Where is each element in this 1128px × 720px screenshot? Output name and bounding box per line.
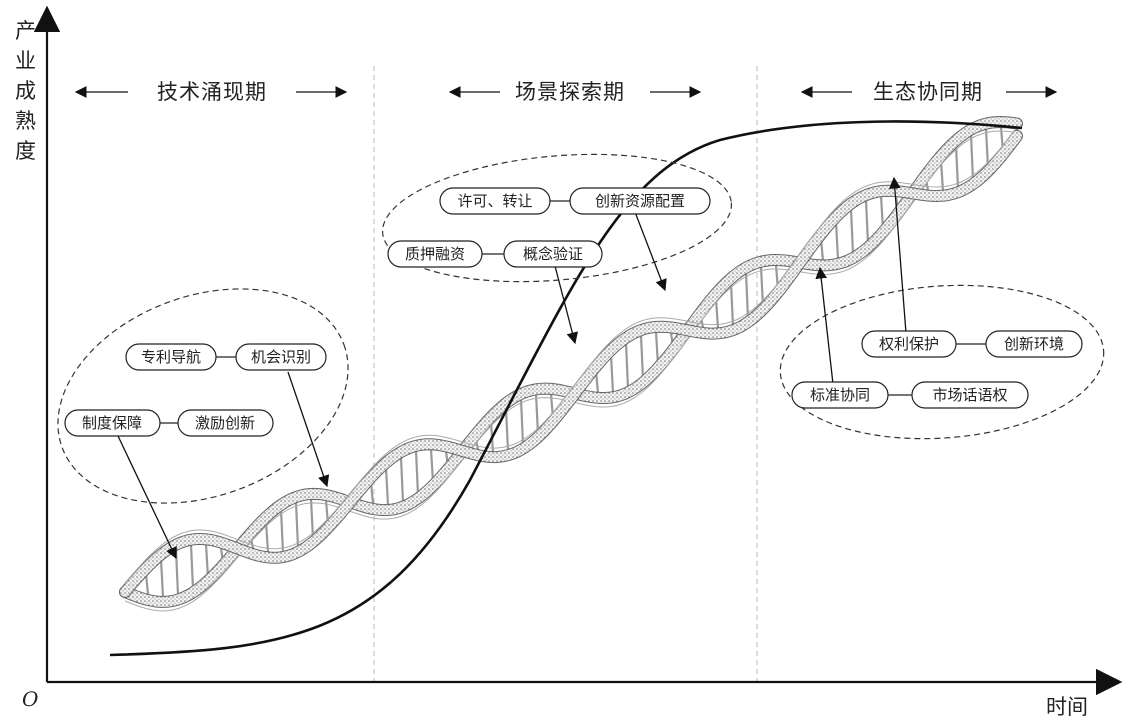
pointer-arrow — [554, 265, 579, 345]
cluster-3: 权利保护 创新环境 标准协同 市场话语权 — [791, 330, 1083, 409]
dna-rung — [264, 522, 270, 553]
dna-rung — [864, 200, 870, 245]
node-label: 标准协同 — [810, 386, 870, 404]
y-label-char: 熟 — [15, 109, 36, 133]
node-label: 创新资源配置 — [595, 192, 685, 210]
dna-rung — [159, 559, 165, 597]
dna-rung — [714, 298, 720, 329]
dna-rung — [969, 134, 975, 181]
dna-rung — [309, 498, 315, 539]
cluster-ellipse-2 — [381, 153, 733, 283]
node-label: 专利导航 — [141, 348, 201, 366]
y-label-char: 度 — [15, 139, 36, 163]
dna-rung — [519, 398, 525, 445]
x-axis-label: 时间 — [1046, 695, 1088, 719]
y-axis-label: 产 业 成 熟 度 — [15, 19, 36, 163]
dna-rung — [849, 208, 855, 255]
node-label: 质押融资 — [405, 245, 465, 263]
dna-rung — [939, 160, 945, 191]
dna-rung — [279, 509, 285, 553]
dna-rung — [294, 501, 300, 548]
pointer-arrow — [117, 435, 177, 560]
dna-rung — [189, 544, 195, 589]
dna-rung — [639, 335, 645, 380]
cluster-ellipse-1 — [57, 288, 349, 504]
dna-rung — [414, 450, 420, 495]
node-label: 制度保障 — [82, 414, 142, 432]
phase-name: 技术涌现期 — [157, 80, 267, 104]
node-label: 概念验证 — [523, 245, 583, 263]
y-label-char: 产 — [15, 19, 36, 43]
phase-name: 场景探索期 — [515, 80, 625, 104]
dna-rung — [174, 549, 180, 596]
cluster-ellipse-3 — [779, 284, 1105, 440]
dna-rung — [624, 342, 630, 389]
dna-rung — [744, 272, 750, 319]
node-label: 权利保护 — [879, 335, 939, 353]
dna-helix — [119, 115, 1023, 612]
origin-label: O — [22, 687, 38, 711]
phase-header-2: 场景探索期 — [448, 80, 702, 104]
dna-rung — [384, 467, 390, 506]
dna-rung — [144, 573, 150, 595]
cluster-1: 专利导航 机会识别 制度保障 激励创新 — [64, 343, 327, 437]
dna-rung — [429, 449, 435, 483]
dna-rung — [759, 266, 765, 307]
maturity-s-curve — [109, 120, 1023, 657]
node-label: 许可、转让 — [457, 192, 532, 210]
dna-rung — [834, 221, 840, 260]
dna-strand-thread — [124, 126, 1018, 584]
node-label: 机会识别 — [251, 348, 311, 366]
pointer-arrow — [287, 371, 330, 488]
phase-header-3: 生态协同期 — [800, 80, 1058, 104]
cluster-2: 许可、转让 创新资源配置 质押融资 概念验证 — [387, 187, 711, 268]
dna-rung — [954, 145, 960, 188]
pointer-arrow — [634, 211, 667, 292]
dna-rung — [984, 128, 990, 169]
phase-header-1: 技术涌现期 — [74, 80, 348, 104]
dna-rung — [729, 283, 735, 326]
dna-rung — [204, 544, 210, 578]
dna-rung — [504, 408, 510, 451]
dna-rung — [609, 355, 615, 393]
y-label-char: 成 — [15, 79, 36, 103]
dna-rung — [534, 394, 540, 435]
node-label: 创新环境 — [1004, 335, 1064, 353]
pointer-arrow — [815, 266, 834, 385]
node-label: 激励创新 — [195, 414, 255, 432]
dna-strand — [120, 131, 1022, 597]
phase-name: 生态协同期 — [873, 80, 983, 104]
dna-rung — [399, 456, 405, 503]
pointer-arrow — [888, 176, 907, 334]
node-label: 市场话语权 — [932, 386, 1007, 404]
y-label-char: 业 — [15, 49, 36, 73]
